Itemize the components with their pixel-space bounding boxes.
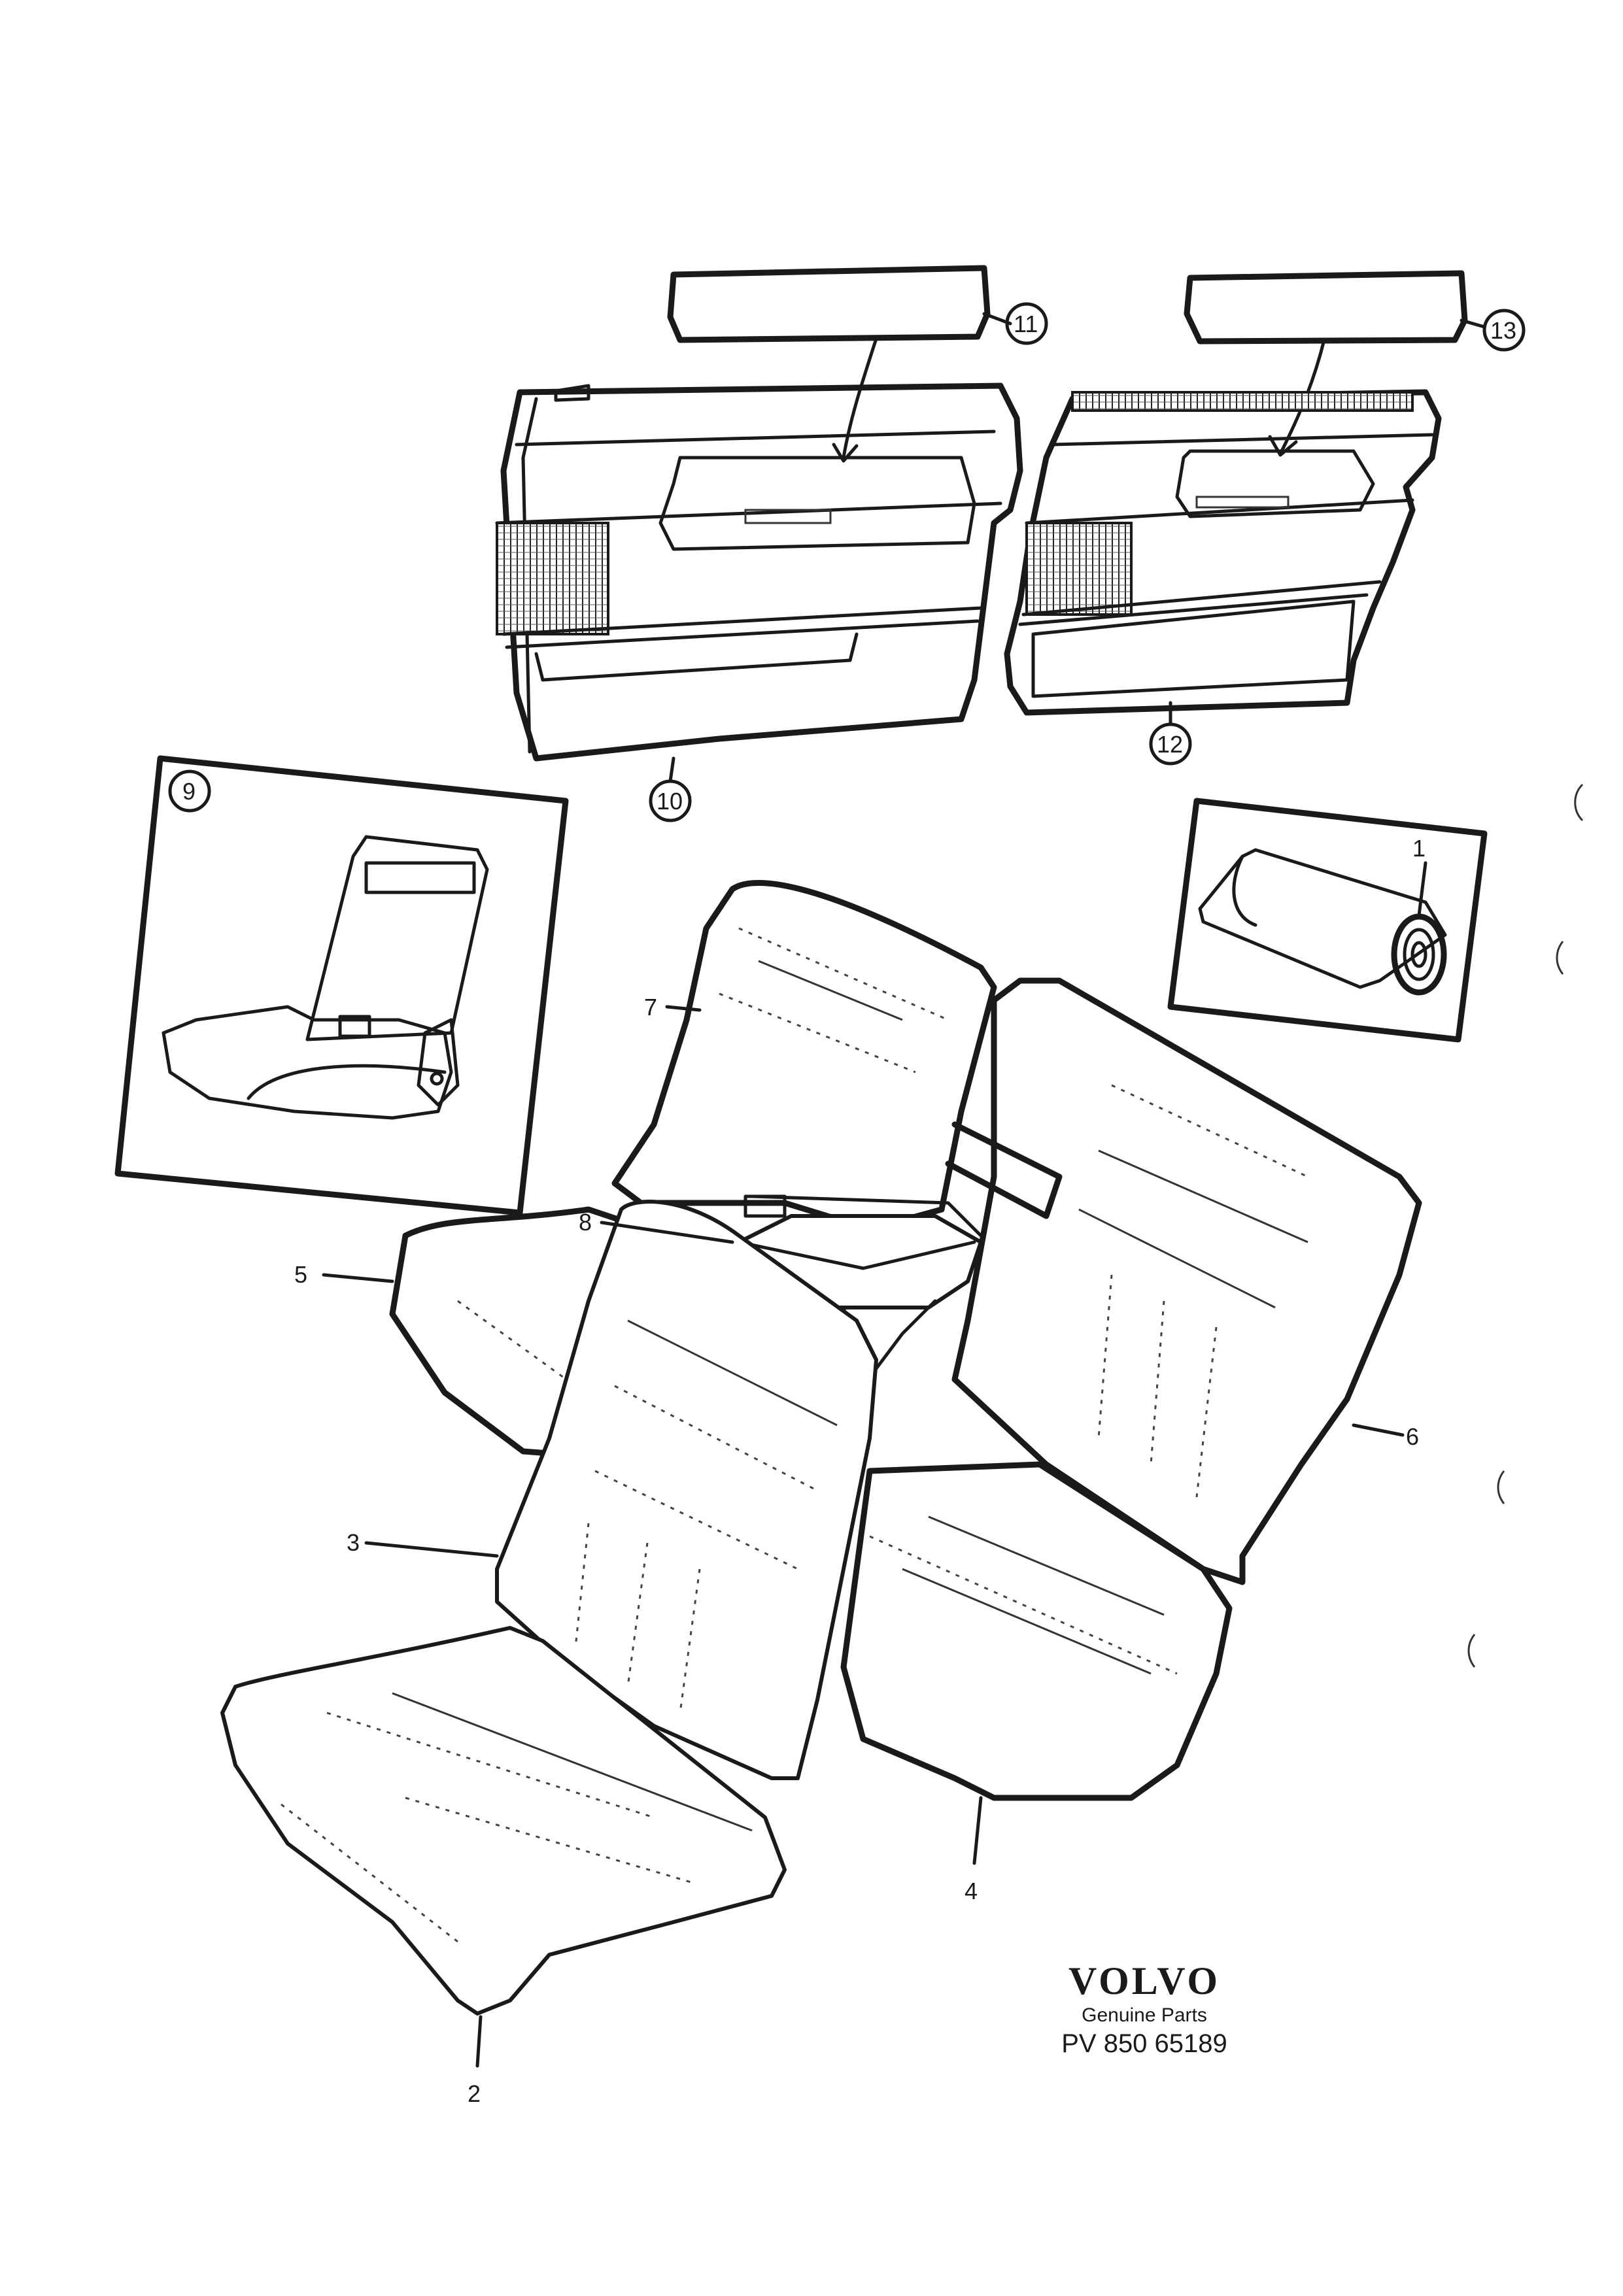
brand-block: VOLVO Genuine Parts PV 850 65189	[1040, 1961, 1249, 2059]
callout-1: 1	[1412, 835, 1426, 862]
callout-4: 4	[965, 1878, 978, 1904]
svg-text:9: 9	[182, 778, 196, 805]
front-seat-cushion	[220, 1626, 787, 2016]
callout-13: 13	[1482, 309, 1526, 352]
callout-10: 10	[649, 779, 692, 822]
rear-seat-cushion	[389, 1206, 1233, 1801]
scan-marks	[1467, 783, 1584, 1668]
brand-logo: VOLVO	[1068, 1959, 1221, 2002]
callout-3: 3	[347, 1529, 360, 1556]
callout-2: 2	[468, 2080, 481, 2107]
svg-text:4: 4	[965, 1878, 978, 1904]
svg-text:3: 3	[347, 1529, 360, 1556]
svg-text:11: 11	[1014, 311, 1038, 337]
callout-6: 6	[1406, 1423, 1419, 1450]
svg-text:8: 8	[579, 1209, 592, 1236]
inset-material-roll	[1167, 798, 1488, 1043]
part-code: PV 850 65189	[1061, 2029, 1227, 2058]
callout-8: 8	[579, 1209, 592, 1236]
brand-subtitle: Genuine Parts	[1082, 2004, 1207, 2026]
svg-text:1: 1	[1412, 835, 1426, 862]
rear-seatback-left	[611, 880, 997, 1232]
armrest-cover-left	[667, 265, 991, 463]
svg-text:7: 7	[644, 994, 657, 1021]
inset-seat-frame	[114, 755, 569, 1216]
callout-11: 11	[1005, 302, 1048, 345]
door-panel-rear	[1004, 389, 1442, 716]
callout-12: 12	[1149, 722, 1192, 766]
svg-text:13: 13	[1490, 317, 1516, 344]
svg-text:10: 10	[657, 788, 683, 815]
svg-text:2: 2	[468, 2080, 481, 2107]
rear-seatback-right	[945, 977, 1422, 1585]
svg-text:6: 6	[1406, 1423, 1419, 1450]
callout-7: 7	[644, 994, 657, 1021]
svg-text:5: 5	[294, 1261, 307, 1288]
door-panel-front	[495, 382, 1023, 762]
leader-lines	[322, 312, 1486, 2068]
armrest-cover-right	[1184, 270, 1468, 457]
svg-text:12: 12	[1157, 731, 1183, 758]
callout-9: 9	[168, 769, 211, 813]
callout-5: 5	[294, 1261, 307, 1288]
